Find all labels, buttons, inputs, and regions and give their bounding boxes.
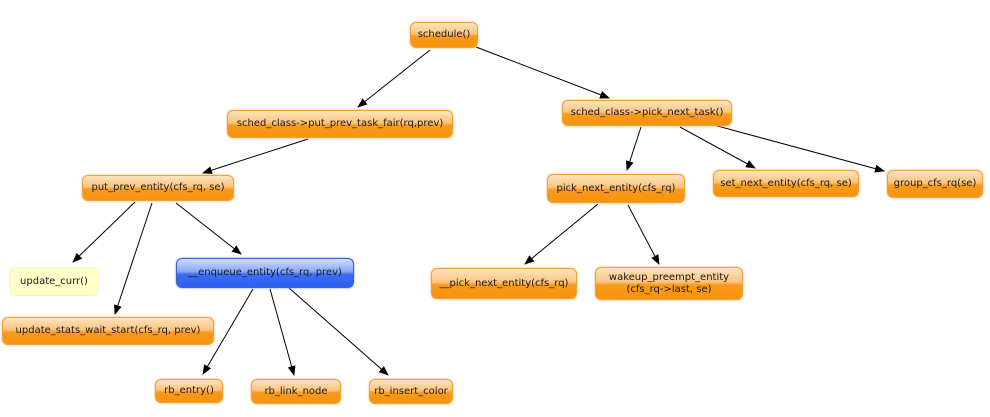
edge-enqueue-entity-rb-entry — [202, 288, 254, 375]
node-group-cfs-rq[interactable]: group_cfs_rq(se) — [887, 170, 983, 198]
node-pick-next-entity[interactable]: pick_next_entity(cfs_rq) — [547, 174, 685, 203]
node-update-stats-wait-start[interactable]: update_stats_wait_start(cfs_rq, prev) — [2, 317, 214, 345]
edge-schedule-put-prev-task-fair — [357, 49, 431, 108]
edge-pick-next-entity-wakeup-preempt — [627, 204, 660, 265]
node-rb-insert-color[interactable]: rb_insert_color — [369, 379, 453, 404]
node-enqueue-entity[interactable]: __enqueue_entity(cfs_rq, prev) — [176, 258, 354, 288]
edge-pick-next-task-set-next-entity — [679, 126, 756, 169]
node-schedule[interactable]: schedule() — [410, 22, 478, 48]
node-rb-entry[interactable]: rb_entry() — [155, 379, 223, 403]
node-put-prev-entity[interactable]: put_prev_entity(cfs_rq, se) — [82, 175, 234, 201]
edge-pick-next-entity-inner — [524, 203, 599, 265]
edge-schedule-pick-next-task — [475, 46, 610, 99]
node-pick-next-task[interactable]: sched_class->pick_next_task() — [562, 100, 732, 126]
edge-enqueue-entity-rb-link-node — [269, 288, 296, 376]
wakeup-preempt-entity-line1: wakeup_preempt_entity — [608, 271, 730, 283]
edge-pick-next-task-pick-next-entity — [625, 126, 642, 171]
node-rb-link-node[interactable]: rb_link_node — [251, 379, 341, 404]
edge-put-prev-task-fair-put-prev-entity — [202, 138, 309, 175]
edge-put-prev-entity-enqueue-entity — [175, 202, 242, 255]
node-update-curr[interactable]: update_curr() — [9, 267, 99, 296]
node-set-next-entity[interactable]: set_next_entity(cfs_rq, se) — [713, 170, 859, 197]
wakeup-preempt-entity-line2: (cfs_rq->last, se) — [626, 283, 712, 295]
edge-put-prev-entity-update-stats-wait-start — [114, 202, 153, 315]
edge-enqueue-entity-rb-insert-color — [288, 287, 389, 376]
edge-put-prev-entity-update-curr — [72, 201, 136, 263]
node-pick-next-entity-inner[interactable]: __pick_next_entity(cfs_rq) — [431, 268, 577, 299]
edge-pick-next-task-group-cfs-rq — [709, 123, 885, 173]
node-put-prev-task-fair[interactable]: sched_class->put_prev_task_fair(rq,prev) — [227, 110, 453, 138]
node-wakeup-preempt-entity[interactable]: wakeup_preempt_entity (cfs_rq->last, se) — [595, 267, 743, 300]
